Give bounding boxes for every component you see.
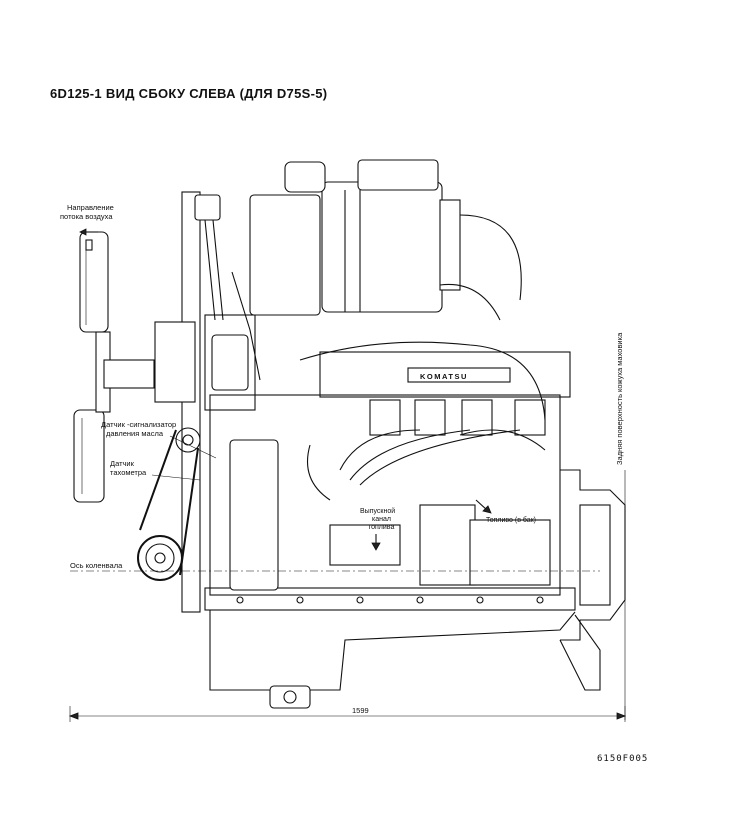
- fuel-to-tank-label: Топливо (в бак): [486, 516, 536, 524]
- dimension-value: 1599: [352, 706, 369, 715]
- crankshaft-label: Ось коленвала: [70, 561, 123, 570]
- brand-label: KOMATSU: [420, 372, 468, 381]
- tacho-leader: [151, 474, 201, 481]
- exhaust-label-1: Выпускной: [360, 507, 395, 515]
- figure-code: 6150F005: [597, 754, 649, 764]
- fan-assembly: [73, 231, 155, 503]
- tacho-label-2: тахометра: [110, 468, 147, 477]
- airflow-arrow: [79, 228, 98, 236]
- exhaust-arrow: [371, 534, 381, 551]
- dimension-line: [68, 706, 627, 722]
- engine-block: [137, 159, 626, 709]
- oil-sensor-label-1: Датчик -сигнализатор: [101, 420, 176, 429]
- flywheel-surface-label: Задняя поверхность кожуха маховика: [615, 332, 624, 465]
- page-title: 6D125-1 ВИД СБОКУ СЛЕВА (ДЛЯ D75S-5): [50, 86, 328, 101]
- oil-sensor-label-2: давления масла: [106, 429, 164, 438]
- fuel-arrow: [475, 499, 492, 514]
- tacho-label-1: Датчик: [110, 459, 135, 468]
- airflow-label-1: Направление: [67, 203, 114, 212]
- oil-sensor-leader: [169, 435, 217, 459]
- exhaust-label-3: топлива: [368, 524, 394, 531]
- airflow-label-2: потока воздуха: [60, 212, 113, 221]
- exhaust-label-2: канал: [372, 516, 391, 523]
